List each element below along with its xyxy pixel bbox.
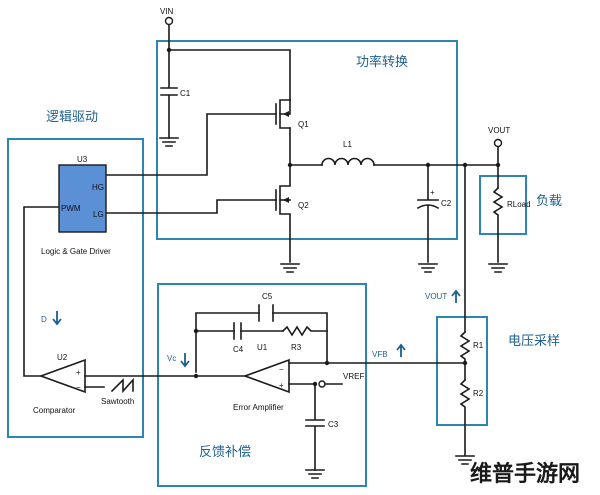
vin-label: VIN	[160, 7, 174, 16]
c4-plates	[233, 322, 242, 340]
c4-label: C4	[233, 345, 244, 354]
u3-name: Logic & Gate Driver	[41, 247, 111, 256]
c2-bottom	[416, 204, 440, 263]
vfb-up-arrow	[396, 343, 406, 357]
vin-junction	[166, 47, 172, 53]
vc-label: Vc	[167, 354, 176, 363]
l1-label: L1	[343, 140, 352, 149]
sawtooth-symbol	[110, 377, 134, 394]
vref-label: VREF	[343, 372, 364, 381]
vc-junction	[193, 373, 199, 379]
c2-label: C2	[441, 199, 452, 208]
u1-opamp	[242, 358, 290, 394]
q2-channel	[279, 164, 291, 263]
rload-ground	[488, 263, 508, 273]
l1-inductor	[321, 157, 375, 166]
r3-resistor	[281, 325, 328, 337]
r1-label: R1	[473, 341, 484, 350]
r2-label: R2	[473, 389, 484, 398]
u1-minus: −	[279, 365, 284, 374]
sawtooth-label: Sawtooth	[101, 397, 134, 406]
u3-driver-block	[58, 164, 107, 233]
c3-capacitor	[305, 383, 325, 471]
d-label: D	[41, 315, 47, 324]
u2-label: U2	[57, 353, 68, 362]
feedback-compensation-title: 反馈补偿	[199, 445, 251, 460]
u3-label: U3	[77, 155, 88, 164]
q1-source-wire	[279, 99, 291, 166]
c2-polarity: +	[430, 188, 435, 197]
u2-comparator	[38, 358, 86, 394]
vin-wire	[168, 24, 291, 101]
c5-plates	[258, 304, 274, 322]
r2-resistor	[459, 378, 471, 456]
feedback-compensation-box	[157, 283, 367, 487]
c2-top	[417, 164, 439, 201]
vout-sense-label: VOUT	[425, 292, 447, 301]
vin-terminal	[164, 16, 174, 26]
watermark: 维普手游网	[470, 461, 580, 487]
q1-label: Q1	[298, 120, 309, 129]
logic-drive-box	[7, 138, 144, 438]
load-title: 负载	[536, 194, 562, 209]
u3-pin-pwm: PWM	[61, 204, 81, 213]
c5-label: C5	[262, 292, 273, 301]
pwm-wire	[23, 206, 60, 377]
vref-terminal	[318, 380, 326, 388]
q1-gate-wire	[105, 113, 277, 176]
c3-label: C3	[328, 420, 339, 429]
logic-drive-title: 逻辑驱动	[46, 110, 98, 125]
u1-name: Error Amplifier	[233, 403, 284, 412]
vout-terminal	[493, 138, 503, 148]
q2-label: Q2	[298, 201, 309, 210]
vfb-label: VFB	[372, 350, 388, 359]
r2-ground	[455, 455, 475, 465]
u3-pin-lg: LG	[93, 210, 104, 219]
u2-minus: −	[76, 383, 81, 392]
load-box	[479, 175, 527, 235]
r1-resistor	[459, 330, 471, 381]
rload-label: RLoad	[507, 200, 531, 209]
rload-resistor	[492, 186, 504, 263]
voltage-sampling-title: 电压采样	[508, 334, 560, 349]
vc-down-arrow	[180, 353, 190, 368]
vout-up-arrow	[451, 289, 461, 303]
power-conversion-title: 功率转换	[356, 54, 408, 70]
c1-ground	[159, 137, 179, 147]
u3-pin-hg: HG	[92, 183, 104, 192]
q2-gate-wire	[105, 199, 277, 214]
voltage-sampling-box	[436, 316, 488, 426]
comp-left-junction	[193, 328, 199, 334]
c1-label: C1	[180, 89, 191, 98]
q2-ground	[280, 263, 300, 273]
r3-label: R3	[291, 343, 302, 352]
power-conversion-box	[156, 40, 458, 240]
c5-loop	[195, 312, 328, 373]
c2-ground	[418, 263, 438, 273]
u1-plus: +	[279, 381, 284, 390]
u2-name: Comparator	[33, 406, 76, 415]
u1-label: U1	[257, 343, 268, 352]
c1-capacitor	[160, 49, 178, 139]
d-down-arrow	[52, 311, 62, 326]
u2-plus: +	[76, 368, 81, 377]
vout-label: VOUT	[488, 126, 510, 135]
c3-ground	[305, 469, 325, 479]
